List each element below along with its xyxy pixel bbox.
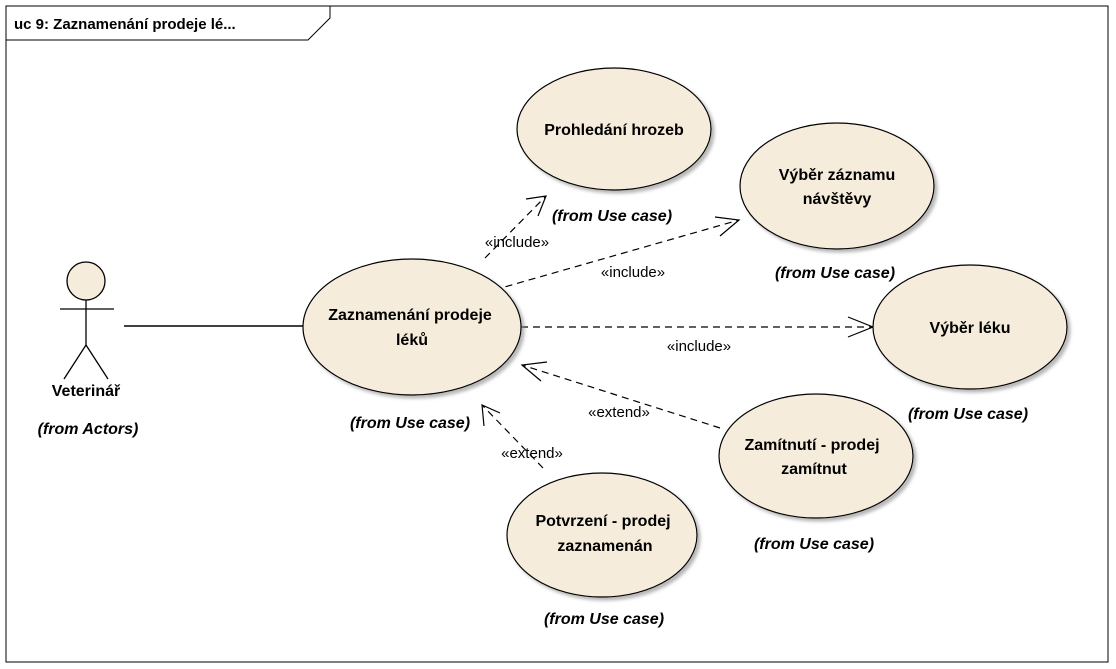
use-case-zaznamenani-line-1: Zaznamenání prodeje (328, 307, 492, 324)
extend-label-1: «extend» (588, 404, 650, 421)
use-case-prohledani-ellipse[interactable] (516, 67, 712, 191)
use-case-potvrzeni-source: (from Use case) (544, 611, 664, 628)
include-edge-vyber-zaznamu[interactable] (493, 219, 740, 291)
include-label-3: «include» (667, 338, 731, 355)
use-case-vyber-zaznamu-line-1: Výběr záznamu (779, 167, 895, 184)
include-label-2: «include» (601, 264, 665, 281)
use-case-vyber-leku-source: (from Use case) (908, 406, 1028, 423)
actor-head (66, 261, 106, 301)
arrowhead-prohledani (525, 195, 547, 217)
actor-veterinar[interactable] (60, 261, 114, 380)
actor-right-leg (85, 344, 109, 380)
use-case-prohledani-source: (from Use case) (552, 208, 672, 225)
use-case-zaznamenani-line-2: léků (396, 332, 428, 349)
use-case-prohledani-label: Prohledání hrozeb (544, 122, 684, 139)
actor-name: Veterinář (52, 383, 121, 400)
arrowhead-extend-zamitnuti (520, 361, 548, 382)
use-case-zamitnuti-source: (from Use case) (754, 536, 874, 553)
use-case-vyber-leku-label: Výběr léku (930, 320, 1011, 337)
extend-label-2: «extend» (501, 445, 563, 462)
use-case-vyber-zaznamu-ellipse[interactable] (739, 122, 935, 250)
use-case-zamitnuti-ellipse[interactable] (718, 393, 914, 519)
use-case-potvrzeni-ellipse[interactable] (506, 472, 698, 598)
use-case-vyber-zaznamu-line-2: návštěvy (803, 191, 872, 208)
include-edge-prohledani[interactable] (484, 195, 547, 259)
use-case-potvrzeni-line-2: zaznamenán (557, 538, 652, 555)
arrowhead-extend-potvrzeni (481, 404, 501, 427)
use-case-zamitnuti-line-2: zamítnut (781, 461, 847, 478)
arrowhead-vyber-zaznamu (714, 216, 741, 237)
use-case-vyber-leku-ellipse[interactable] (872, 264, 1068, 390)
frame-title-tab (6, 6, 331, 41)
actor-left-leg (63, 344, 87, 380)
use-case-zaznamenani-source: (from Use case) (350, 415, 470, 432)
use-case-vyber-zaznamu-source: (from Use case) (775, 265, 895, 282)
frame-title: uc 9: Zaznamenání prodeje lé... (14, 16, 236, 33)
use-case-zaznamenani-ellipse[interactable] (302, 258, 522, 396)
use-case-zamitnuti-line-1: Zamítnutí - prodej (744, 437, 879, 454)
use-case-potvrzeni-line-1: Potvrzení - prodej (535, 513, 670, 530)
actor-source: (from Actors) (38, 421, 139, 438)
include-label-1: «include» (485, 234, 549, 251)
extend-edge-potvrzeni[interactable] (481, 404, 544, 469)
extend-edge-zamitnuti[interactable] (521, 364, 721, 429)
